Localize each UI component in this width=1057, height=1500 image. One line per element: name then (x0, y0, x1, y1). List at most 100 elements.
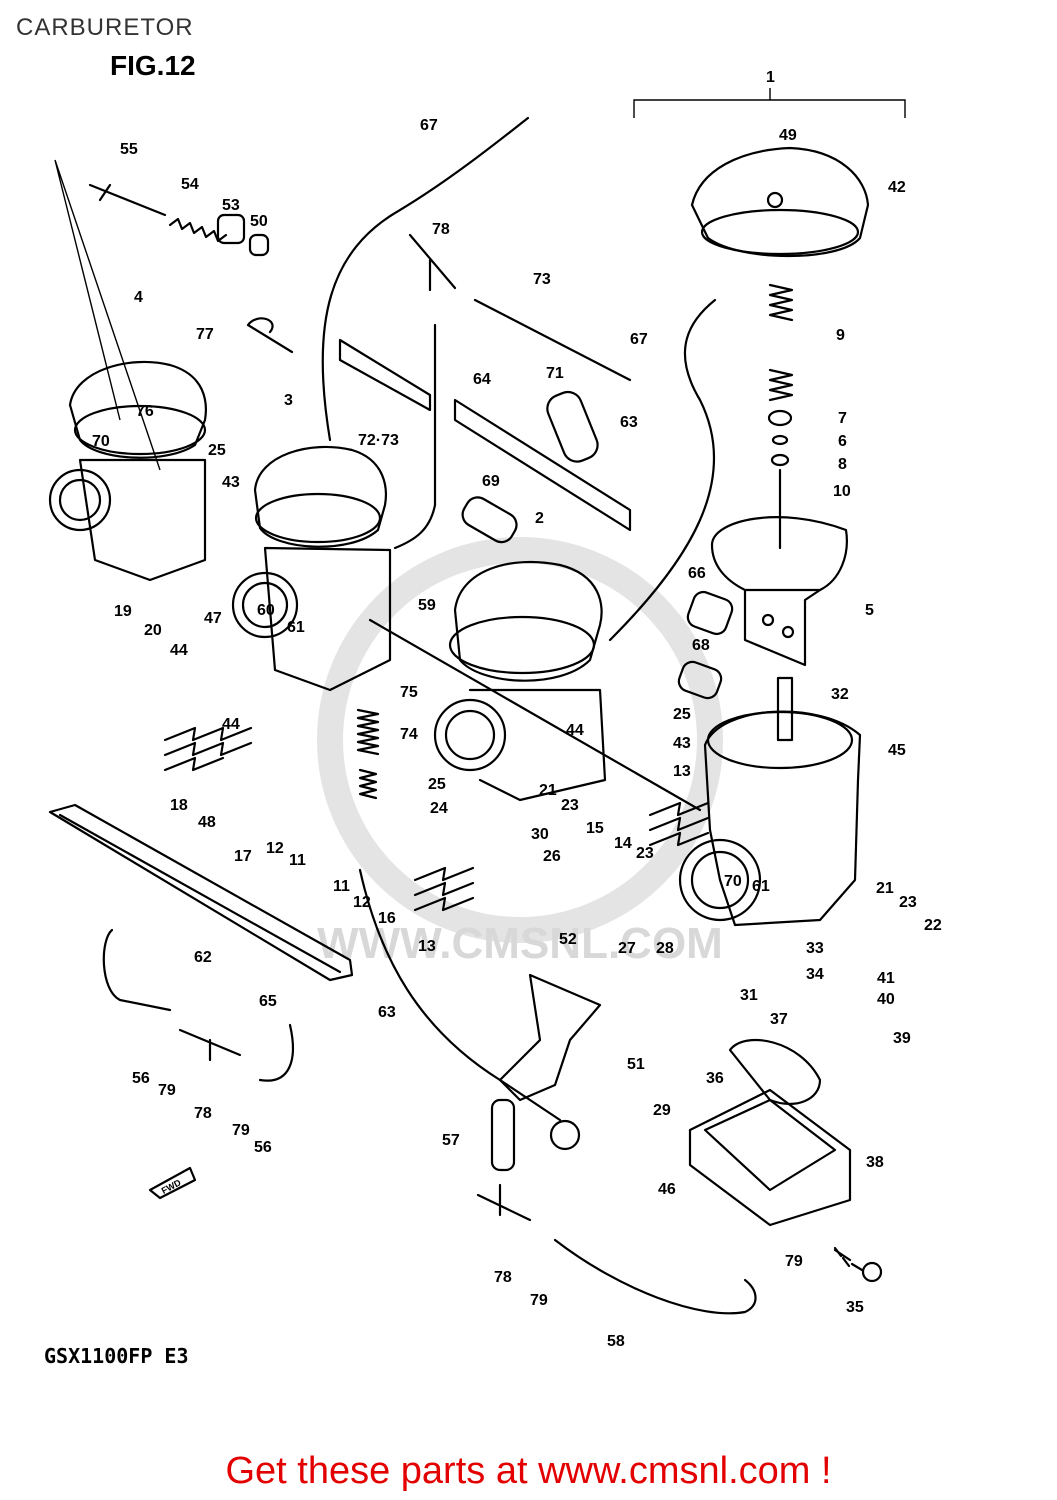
callout-11b: 11 (289, 852, 306, 869)
callout-78c: 78 (494, 1269, 512, 1286)
callout-16: 16 (378, 910, 396, 927)
callout-46: 46 (658, 1181, 676, 1198)
part-stay-plate (48, 803, 354, 982)
exploded-parts-diagram: WWW.CMSNL.COM (48, 69, 942, 1350)
callout-67b: 67 (630, 331, 648, 348)
callout-56a: 56 (132, 1070, 150, 1087)
callout-23b: 23 (636, 845, 654, 862)
callout-56b: 56 (254, 1139, 272, 1156)
callout-5: 5 (865, 602, 874, 619)
callout-19: 19 (114, 603, 132, 620)
callout-65: 65 (259, 993, 277, 1010)
part-piston-valve (710, 516, 848, 667)
callout-43a: 43 (222, 474, 240, 491)
callout-35: 35 (846, 1299, 864, 1316)
callout-10: 10 (833, 483, 851, 500)
part-vent-hose-right (608, 298, 717, 642)
callout-9: 9 (836, 327, 845, 344)
part-gasket-plate-64 (453, 398, 632, 532)
callout-49: 49 (779, 127, 797, 144)
watermark: WWW.CMSNL.COM (317, 537, 723, 968)
callout-71: 71 (546, 365, 564, 382)
callout-38: 38 (866, 1154, 884, 1171)
callout-75: 75 (400, 684, 418, 701)
callout-66: 66 (688, 565, 706, 582)
part-ring (771, 434, 789, 446)
part-adjuster-53 (216, 213, 246, 245)
part-idle-spring (168, 217, 228, 243)
part-float-bowl (688, 1038, 852, 1227)
part-t-fitting-78 (178, 1028, 242, 1062)
callout-48: 48 (198, 814, 216, 831)
callout-52: 52 (559, 931, 577, 948)
model-code: GSX1100FP E3 (44, 1344, 189, 1368)
callout-22: 22 (924, 917, 942, 934)
callout-12b: 12 (266, 840, 284, 857)
part-vent-hose-left (321, 116, 530, 442)
part-plug-66 (686, 590, 734, 636)
part-throttle-spring-18 (163, 726, 253, 772)
callout-27: 27 (618, 940, 636, 957)
callout-79d: 79 (785, 1253, 803, 1270)
part-t-fitting-78-bottom (476, 1183, 532, 1222)
callout-78b: 78 (194, 1105, 212, 1122)
callout-13b: 13 (673, 763, 691, 780)
callout-59: 59 (418, 597, 436, 614)
part-drain-screw (833, 1246, 864, 1272)
callout-23c: 23 (899, 894, 917, 911)
callout-36: 36 (706, 1070, 724, 1087)
callout-18: 18 (170, 797, 188, 814)
callout-50: 50 (250, 213, 268, 230)
callout-1: 1 (766, 69, 775, 86)
callout-79a: 79 (158, 1082, 176, 1099)
part-ring-small (770, 453, 790, 467)
footer-cta-link[interactable]: Get these parts at www.cmsnl.com ! (225, 1450, 832, 1492)
callout-31: 31 (740, 987, 758, 1004)
callout-24: 24 (430, 800, 448, 817)
part-bracket (498, 973, 602, 1102)
callout-53: 53 (222, 197, 240, 214)
callout-25a: 25 (208, 442, 226, 459)
callout-30: 30 (531, 826, 549, 843)
callout-39: 39 (893, 1030, 911, 1047)
part-drain-screw-head (861, 1261, 883, 1283)
part-choke-cable (358, 868, 562, 1122)
part-hose-sleeve (546, 390, 599, 463)
callout-44c: 44 (566, 722, 584, 739)
callout-77: 77 (196, 326, 214, 343)
direction-arrow: FWD (148, 1166, 197, 1200)
part-carb-body-3 (231, 445, 392, 692)
part-clip-77 (246, 317, 294, 354)
part-cap-50 (248, 233, 270, 257)
part-spring-74 (356, 708, 380, 800)
callout-51: 51 (627, 1056, 645, 1073)
callout-63b: 63 (378, 1004, 396, 1021)
callout-62: 62 (194, 949, 212, 966)
callout-15: 15 (586, 820, 604, 837)
part-hose-56-left (102, 928, 172, 1012)
part-throttle-shaft (368, 618, 702, 812)
callout-37: 37 (770, 1011, 788, 1028)
callout-61b: 61 (752, 878, 770, 895)
callout-6: 6 (838, 433, 847, 450)
callout-32: 32 (831, 686, 849, 703)
callout-78a: 78 (432, 221, 450, 238)
callout-72-73: 72·73 (358, 432, 399, 449)
callout-26: 26 (543, 848, 561, 865)
callout-44b: 44 (222, 716, 240, 733)
part-hose-73 (473, 298, 632, 382)
callout-57: 57 (442, 1132, 460, 1149)
figure-label: FIG.12 (110, 50, 196, 81)
part-throttle-spring-13b (648, 801, 710, 847)
callout-20: 20 (144, 622, 162, 639)
part-carb-body-2 (433, 560, 607, 802)
callout-25b: 25 (673, 706, 691, 723)
callout-29: 29 (653, 1102, 671, 1119)
callout-76: 76 (136, 403, 154, 420)
callout-13a: 13 (418, 938, 436, 955)
part-hose-57 (490, 1098, 516, 1172)
callout-40: 40 (877, 991, 895, 1008)
part-diaphragm-cap (690, 146, 870, 258)
callout-45: 45 (888, 742, 906, 759)
callout-21a: 21 (539, 782, 557, 799)
